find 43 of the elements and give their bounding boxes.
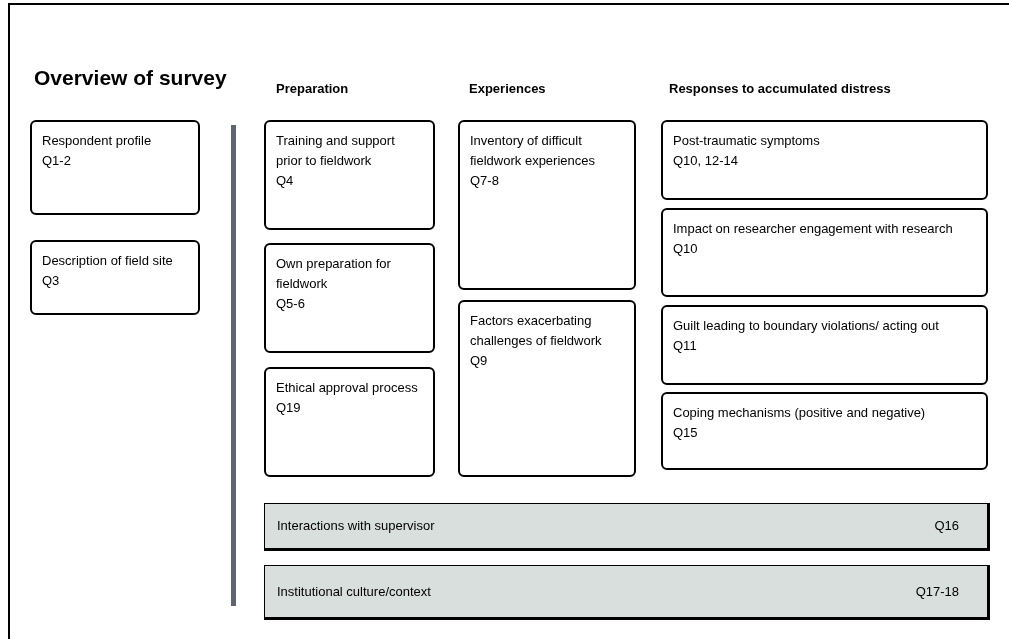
question-number: Q10 [673, 240, 699, 258]
question-number: Q7-8 [470, 172, 500, 190]
question-number: Q3 [42, 272, 61, 290]
topic-box [458, 300, 636, 477]
question-number: Q4 [276, 172, 295, 190]
topic-text: Own preparation for fieldwork [276, 255, 392, 293]
question-number: Q11 [673, 337, 698, 355]
question-number: Q5-6 [276, 295, 306, 313]
column-heading: Responses to accumulated distress [669, 80, 891, 98]
category-bar [264, 503, 990, 551]
topic-box [30, 240, 200, 315]
topic-box [458, 120, 636, 290]
bar-label: Interactions with supervisor [277, 517, 435, 536]
topic-box [661, 392, 988, 470]
topic-box [264, 120, 435, 230]
topic-box [661, 120, 988, 200]
question-number: Q17-18 [915, 582, 959, 601]
question-number: Q1-2 [42, 152, 72, 170]
topic-box [264, 367, 435, 477]
column-heading: Experiences [469, 80, 546, 98]
title: Overview of survey [34, 65, 227, 91]
bar-label: Institutional culture/context [277, 582, 431, 601]
topic-text: Ethical approval process [276, 379, 419, 397]
topic-box [30, 120, 200, 215]
topic-text: Description of field site [42, 252, 174, 270]
topic-text: Post-traumatic symptoms [673, 132, 821, 150]
question-number: Q16 [934, 517, 959, 536]
topic-text: Factors exacerbating challenges of fieldwork [470, 312, 603, 350]
topic-box [661, 208, 988, 297]
topic-text: Impact on researcher engagement with research [673, 220, 954, 238]
question-number: Q10, 12-14 [673, 152, 740, 170]
category-bar [264, 565, 990, 620]
topic-text: Inventory of difficult fieldwork experiences [470, 132, 596, 170]
question-number: Q19 [276, 399, 302, 417]
topic-box [264, 243, 435, 353]
column-heading: Preparation [276, 80, 349, 98]
question-number: Q9 [470, 352, 489, 370]
topic-text: Respondent profile [42, 132, 153, 150]
topic-text: Guilt leading to boundary violations/ acting out [673, 317, 940, 335]
topic-text: Training and support prior to fieldwork [276, 132, 396, 170]
question-number: Q15 [673, 424, 699, 442]
topic-text: Coping mechanisms (positive and negative) [673, 404, 927, 422]
topic-box [661, 305, 988, 385]
